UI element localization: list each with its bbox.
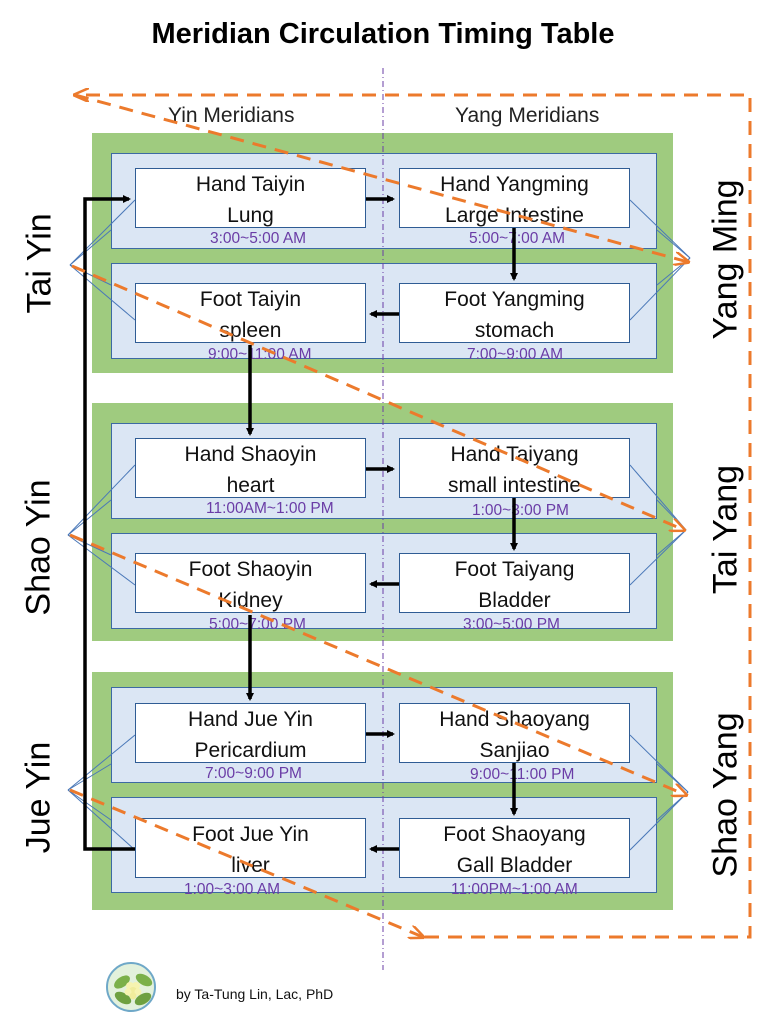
time-label: 9:00~11:00 PM — [470, 766, 575, 783]
time-label: 7:00~9:00 AM — [467, 346, 564, 363]
time-label: 7:00~9:00 PM — [205, 765, 302, 782]
meridian-name: Hand Taiyang — [450, 443, 579, 466]
meridian-organ: stomach — [474, 319, 555, 342]
meridian-box-hand-shaoyang: Hand Shaoyang Sanjiao — [399, 703, 630, 763]
meridian-organ: small intestine — [447, 474, 582, 497]
time-label: 11:00PM~1:00 AM — [451, 881, 578, 898]
meridian-name: Foot Shaoyang — [443, 823, 586, 846]
time-label: 3:00~5:00 AM — [210, 230, 307, 247]
meridian-organ: Lung — [227, 204, 274, 227]
meridian-name: Hand Shaoyang — [439, 708, 590, 731]
diagonal-dashed-arrow — [69, 533, 686, 795]
meridian-name: Foot Taiyang — [454, 558, 575, 581]
meridian-name: Foot Shaoyin — [188, 558, 313, 581]
meridian-box-hand-taiyang: Hand Taiyang small intestine — [399, 438, 630, 498]
meridian-organ: spleen — [219, 319, 282, 342]
meridian-name: Hand Shaoyin — [184, 443, 317, 466]
meridian-organ: Large Intestine — [445, 204, 584, 227]
meridian-organ: heart — [226, 474, 275, 497]
meridian-box-hand-taiyin: Hand Taiyin Lung — [135, 168, 366, 228]
time-label: 5:00~7:00 AM — [469, 230, 566, 247]
flower-logo-icon — [106, 962, 156, 1012]
meridian-name: Foot Taiyin — [199, 288, 302, 311]
meridian-organ: Kidney — [218, 589, 283, 612]
meridian-box-hand-shaoyin: Hand Shaoyin heart — [135, 438, 366, 498]
meridian-name: Foot Jue Yin — [192, 823, 309, 846]
meridian-name: Foot Yangming — [444, 288, 585, 311]
time-label: 1:00~3:00 AM — [184, 881, 281, 898]
time-label: 1:00~3:00 PM — [472, 502, 569, 519]
yang-column-header: Yang Meridians — [455, 104, 600, 127]
meridian-organ: Gall Bladder — [456, 854, 573, 877]
yin-column-header: Yin Meridians — [168, 104, 295, 127]
meridian-box-hand-jueyin: Hand Jue Yin Pericardium — [135, 703, 366, 763]
meridian-box-foot-shaoyang: Foot Shaoyang Gall Bladder — [399, 818, 630, 878]
meridian-name: Hand Jue Yin — [188, 708, 313, 731]
meridian-organ: Sanjiao — [479, 739, 550, 762]
meridian-organ: Pericardium — [194, 739, 307, 762]
time-label: 5:00~7:00 PM — [209, 616, 306, 633]
author-byline: by Ta-Tung Lin, Lac, PhD — [176, 986, 334, 1002]
diagonal-dashed-arrow — [71, 264, 684, 530]
outer-dashed-path — [75, 95, 752, 939]
time-label: 3:00~5:00 PM — [463, 616, 560, 633]
page-title: Meridian Circulation Timing Table — [151, 18, 615, 50]
meridian-box-foot-taiyin: Foot Taiyin spleen — [135, 283, 366, 343]
meridian-organ: Bladder — [478, 589, 551, 612]
meridian-box-foot-taiyang: Foot Taiyang Bladder — [399, 553, 630, 613]
meridian-box-hand-yangming: Hand Yangming Large Intestine — [399, 168, 630, 228]
meridian-box-foot-yangming: Foot Yangming stomach — [399, 283, 630, 343]
return-loop-arrow — [83, 195, 135, 851]
diagonal-dashed-arrow — [69, 788, 423, 937]
meridian-box-foot-shaoyin: Foot Shaoyin Kidney — [135, 553, 366, 613]
meridian-name: Hand Yangming — [440, 173, 589, 196]
meridian-name: Hand Taiyin — [195, 173, 306, 196]
diagonal-dashed-arrow — [74, 93, 688, 262]
time-label: 11:00AM~1:00 PM — [206, 500, 334, 517]
